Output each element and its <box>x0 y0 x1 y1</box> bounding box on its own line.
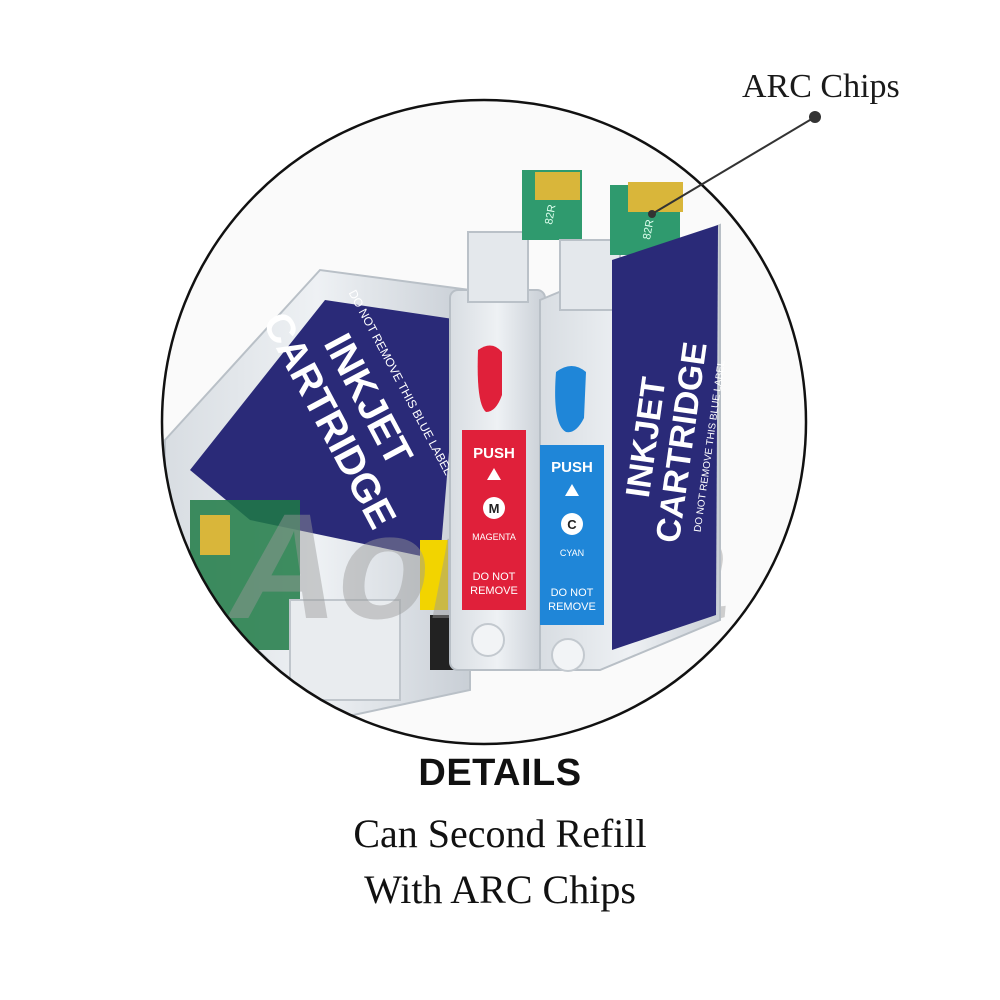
cyan-push: PUSH <box>551 459 593 476</box>
details-line2: With ARC Chips <box>364 867 636 912</box>
cyan-name: CYAN <box>560 548 584 558</box>
magenta-letter: M <box>489 501 500 516</box>
back-cartridge: INKJET CARTRIDGE DO NOT REMOVE THIS BLUE… <box>164 268 471 722</box>
magenta-chip-contacts <box>535 172 580 200</box>
magenta-name: MAGENTA <box>472 532 516 542</box>
cyan-plug <box>555 366 586 433</box>
cyan-warn2: REMOVE <box>548 601 596 613</box>
callout-line <box>651 116 816 215</box>
magenta-label <box>462 430 526 610</box>
magenta-plug <box>477 345 502 412</box>
magenta-warn1: DO NOT <box>473 571 516 583</box>
magenta-warn2: REMOVE <box>470 585 518 597</box>
magenta-push: PUSH <box>473 445 515 462</box>
frame-circle <box>160 98 808 746</box>
magenta-cartridge: 82R PUSH M MAGENTA DO NOT REMOVE <box>449 170 582 671</box>
cyan-blue-label <box>612 225 718 650</box>
back-cartridge-blue-label <box>190 300 460 560</box>
callout-target-dot <box>648 210 656 218</box>
cyan-cartridge: 82R INKJET CARTRIDGE DO NOT REMOVE THIS … <box>539 182 728 672</box>
cyan-chip-code: 82R <box>641 219 656 241</box>
magenta-chip-code: 82R <box>543 204 558 226</box>
details-heading: DETAILS <box>418 752 582 794</box>
callout-dot <box>809 111 821 123</box>
cyan-letter: C <box>567 517 577 532</box>
callout-label: ARC Chips <box>742 68 900 105</box>
cyan-warn1: DO NOT <box>551 587 594 599</box>
cyan-chip-contacts <box>628 182 683 212</box>
details-line1: Can Second Refill <box>353 811 647 856</box>
